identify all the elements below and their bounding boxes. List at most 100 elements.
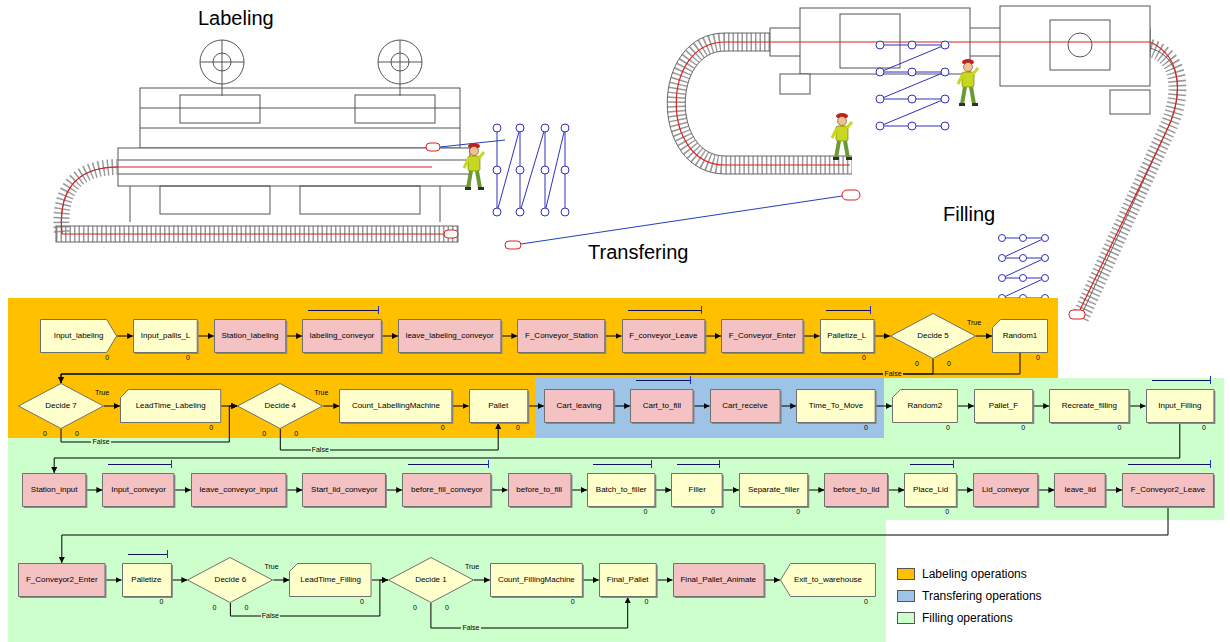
module-name: Cart_receive — [722, 401, 767, 411]
counter-number: 0 — [413, 604, 417, 612]
queue-tick — [690, 376, 691, 384]
module-fill — [403, 474, 491, 507]
connector — [286, 490, 302, 491]
module-box: before_to_lid — [824, 473, 888, 507]
module-box: Final_Pallet — [599, 563, 657, 597]
counter-number: 0 — [360, 598, 364, 606]
module-fill — [622, 320, 704, 353]
module-name: labeling_conveyor — [310, 331, 375, 341]
module-fill — [1050, 390, 1129, 423]
connector — [606, 336, 622, 337]
module-fill — [599, 564, 656, 597]
module-box: Final_Pallet_Animate — [673, 563, 765, 597]
module-fill — [19, 564, 106, 597]
module-box: Cart_receive — [710, 389, 781, 423]
module-fill — [214, 320, 285, 353]
area-title: Labeling — [196, 6, 276, 30]
module-name: Time_To_Move — [809, 401, 863, 411]
module-fill — [518, 320, 605, 353]
module-name: Count_LabellingMachine — [352, 401, 440, 411]
counter-number: 0 — [645, 598, 649, 606]
legend-row: Filling operations — [897, 607, 1042, 629]
module-fill — [469, 390, 527, 423]
module-fill — [544, 390, 613, 423]
queue-line — [628, 310, 701, 311]
counter-number: 0 — [75, 430, 79, 438]
decision-diamond: Decide 6 — [187, 557, 273, 603]
module-name: before_to_lid — [833, 485, 879, 495]
module-fill — [490, 564, 582, 597]
module-fill — [797, 390, 876, 423]
connector — [958, 406, 974, 407]
legend-text: Filling operations — [922, 611, 1013, 625]
legend-row: Labeling operations — [897, 563, 1042, 585]
module-box: Place_Lid — [904, 473, 957, 507]
module-name: Palletize_L — [827, 331, 866, 341]
module-fill — [303, 320, 382, 353]
counter-number: 0 — [643, 508, 647, 516]
connector — [453, 406, 469, 407]
connector — [171, 580, 187, 581]
connector — [528, 406, 544, 407]
branch-label: True — [464, 563, 480, 571]
module-fill — [890, 314, 975, 359]
module-name: F_Conveyor_Enter — [729, 331, 796, 341]
queue-tick — [1210, 460, 1211, 468]
legend-text: Labeling operations — [922, 567, 1027, 581]
module-name: Pallet_F — [989, 401, 1018, 411]
connector — [198, 336, 214, 337]
queue-tick — [651, 460, 652, 468]
module-name: Recreate_filling — [1062, 401, 1117, 411]
queue-line — [677, 464, 719, 465]
queue-line — [408, 464, 487, 465]
module-box: Exit_to_warehouse — [780, 563, 876, 597]
decision-diamond: Decide 4 — [237, 383, 323, 429]
connector — [117, 336, 133, 337]
module-box: Batch_to_filler — [587, 473, 655, 507]
counter-number: 0 — [862, 354, 866, 362]
counter-number: 0 — [1118, 424, 1122, 432]
counter-number: 0 — [1036, 354, 1040, 362]
module-box: Time_To_Move — [796, 389, 876, 423]
module-box: Filler — [671, 473, 723, 507]
module-fill — [134, 320, 198, 353]
legend-row: Transfering operations — [897, 585, 1042, 607]
module-name: Station_labeling — [222, 331, 279, 341]
module-name: Exit_to_warehouse — [794, 575, 862, 585]
counter-number: 0 — [915, 360, 919, 368]
queue-line — [1128, 464, 1210, 465]
decision-diamond: Decide 7 — [18, 383, 104, 429]
queue-tick — [167, 550, 168, 558]
module-name: leave_labeling_conveyor — [406, 331, 494, 341]
line-illustration — [0, 0, 1230, 330]
module-name: Separate_filler — [748, 485, 800, 495]
module-box: Cart_leaving — [544, 389, 614, 423]
module-name: F_Conveyor_Station — [525, 331, 598, 341]
connector — [583, 580, 599, 581]
counter-number: 0 — [445, 604, 449, 612]
module-fill — [892, 390, 957, 423]
decision-diamond: Decide 5 — [890, 313, 976, 359]
module-box: Input_pallis_L — [133, 319, 198, 353]
module-fill — [992, 320, 1047, 353]
module-name: Decide 4 — [264, 401, 296, 411]
counter-number: 0 — [864, 598, 868, 606]
queue-tick — [870, 306, 871, 314]
connector — [694, 406, 710, 407]
module-fill — [188, 558, 273, 603]
counter-number: 0 — [186, 354, 190, 362]
module-box: F_Conveyor_Station — [517, 319, 605, 353]
counter-number: 0 — [294, 430, 298, 438]
module-fill — [121, 390, 221, 423]
module-fill — [1146, 390, 1213, 423]
module-name: before_fill_conveyor — [411, 485, 483, 495]
module-fill — [905, 474, 957, 507]
module-name: Cart_leaving — [557, 401, 602, 411]
connector — [221, 406, 237, 407]
queue-tick — [953, 460, 954, 468]
module-name: Cart_to_fill — [643, 401, 681, 411]
module-box: F_conveyor_Leave — [622, 319, 705, 353]
connector — [273, 580, 289, 581]
module-box: Count_FillingMachine — [490, 563, 583, 597]
module-fill — [740, 474, 808, 507]
